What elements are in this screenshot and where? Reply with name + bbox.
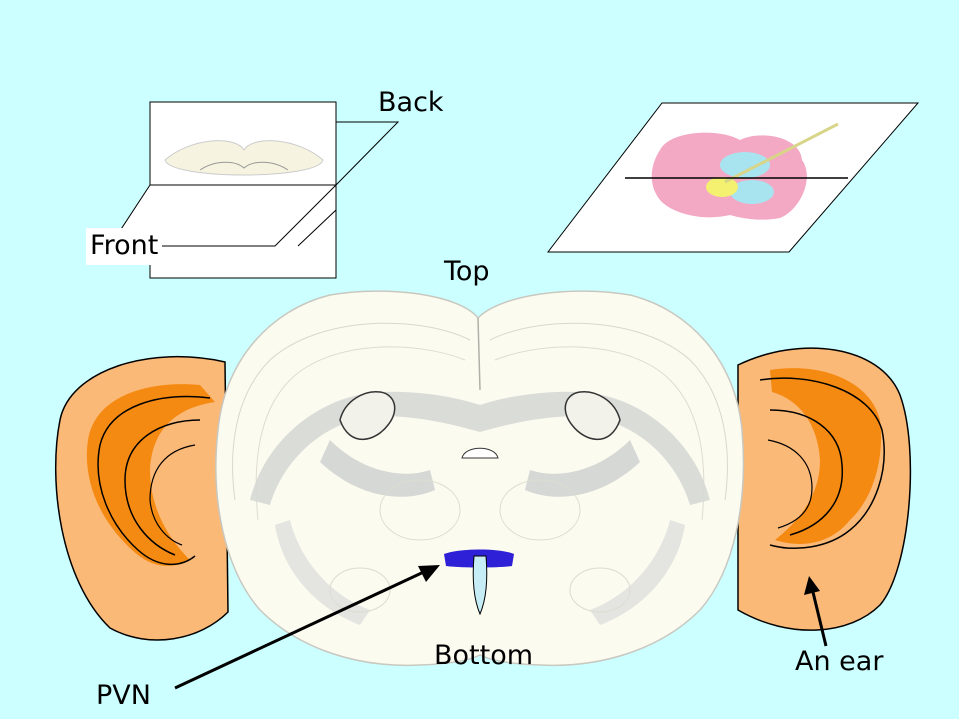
pvn-label: PVN bbox=[96, 680, 151, 711]
ear-label: An ear bbox=[795, 646, 884, 677]
horizontal-plane-illustration bbox=[546, 102, 920, 253]
top-label: Top bbox=[444, 256, 490, 287]
front-label: Front bbox=[86, 228, 163, 265]
right-ear bbox=[737, 347, 912, 631]
coronal-plane-illustration bbox=[109, 101, 400, 279]
back-label: Back bbox=[378, 87, 444, 118]
ear-arrow bbox=[804, 576, 828, 647]
bottom-label: Bottom bbox=[434, 640, 534, 671]
left-ear bbox=[54, 355, 229, 641]
coronal-brain-section bbox=[215, 290, 745, 667]
pvn-arrow bbox=[174, 565, 440, 690]
third-ventricle bbox=[472, 555, 488, 616]
